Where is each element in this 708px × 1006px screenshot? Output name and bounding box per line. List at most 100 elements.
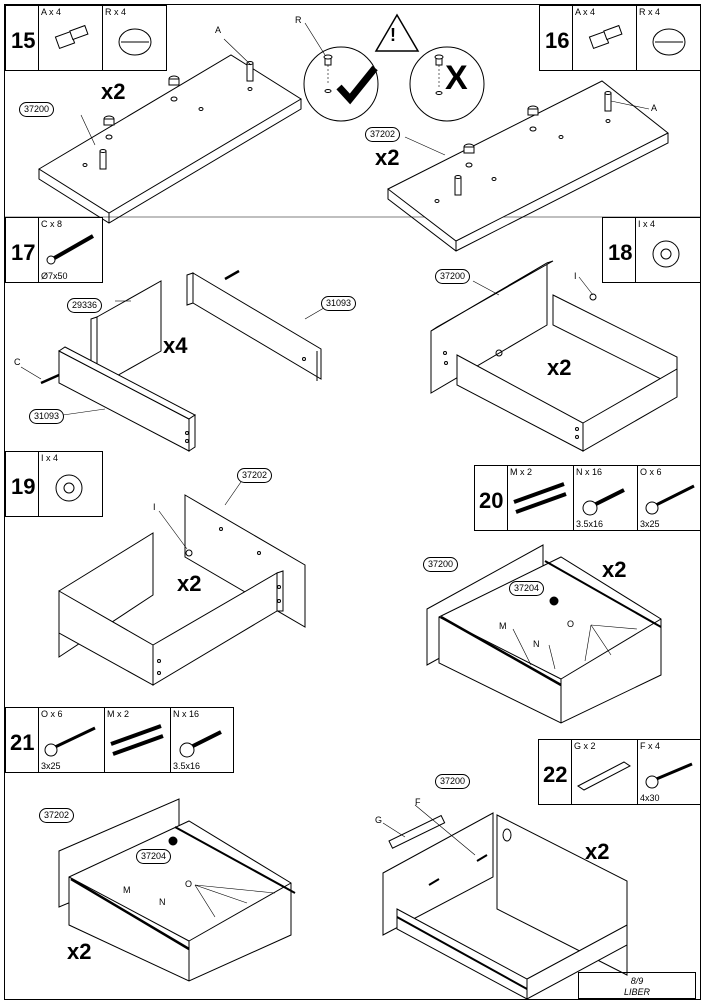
screw-icon [645,762,693,789]
part-cell-rail: M x 2 [104,708,170,772]
part-code: 37204 [136,849,172,864]
part-cell-runner: G x 2 [571,740,637,804]
wrong-icon: X [445,59,468,97]
part-cell-rail: M x 2 [507,466,573,530]
callout-letter: A [215,25,222,35]
cam-icon [118,28,152,56]
step21-drawer [58,798,296,982]
callout-letter: I [574,271,577,281]
page-number: 8/9 [630,976,644,986]
step-number: 21 [10,730,35,755]
step15-panel [38,38,302,224]
screw-icon [44,726,96,757]
step22-drawer [382,804,628,999]
part-cell-cam: R x 4 [102,6,168,70]
part-code: 37200 [19,102,55,117]
step21-header: 21 O x 6 3x25 M x 2 N x 16 3.5x16 [5,707,234,773]
warning-exclamation: ! [390,25,396,45]
callout-letter: A [651,103,658,113]
step-number: 17 [11,240,36,265]
step20-header: 20 M x 2 N x 16 3.5x16 O x 6 3x25 [474,465,700,531]
wrong-circle [409,46,485,122]
part-code: 31093 [321,296,357,311]
part-code: 37202 [365,127,401,142]
quantity-multiplier: x2 [547,355,572,380]
screw-icon [46,234,94,265]
cam-icon [652,240,680,268]
part-code: 37200 [423,557,459,572]
callout-letter: O [185,879,193,889]
screw-icon [179,730,222,758]
callout-letter: F [415,797,421,807]
assembly-drawing [5,13,700,999]
step16-panel [387,80,669,252]
page-footer: 8/9 LIBER [578,972,696,999]
part-cell-screw-n: N x 16 3.5x16 [573,466,637,530]
quantity-multiplier: x2 [375,145,400,170]
part-code: 31093 [29,409,65,424]
step20-drawer [426,544,662,724]
part-cell-cam: I x 4 [38,452,104,516]
step19-header: 19 I x 4 [5,451,103,517]
callout-letter: M [499,621,507,631]
step-number: 20 [479,488,504,513]
step16-header: 16 A x 4 R x 4 [539,5,700,71]
quantity-multiplier: x2 [585,839,610,864]
part-cell-screw-o: O x 6 3x25 [637,466,700,530]
slide-rail-icon [513,482,567,514]
callout-letter: N [533,639,540,649]
part-cell-screw-n: N x 16 3.5x16 [170,708,235,772]
step18-box [430,260,678,452]
step-number: 15 [11,28,36,53]
part-code: 29336 [67,298,103,313]
quantity-multiplier: x2 [602,557,627,582]
instruction-sheet: 15 A x 4 R x 4 16 A x 4 R x 4 17 C x 8 Ø… [4,4,701,1000]
callout-letter: C [14,357,21,367]
part-cell-dowel: A x 4 [38,6,102,70]
part-cell-cam: R x 4 [636,6,700,70]
step-number: 18 [608,240,633,265]
callout-letter: I [153,502,156,512]
part-cell-cam: I x 4 [635,218,700,282]
cam-icon [103,75,180,126]
part-cell-screw-f: F x 4 4x30 [637,740,700,804]
part-code: 37202 [237,468,273,483]
callout-letter: N [159,897,166,907]
callout-letter: R [295,15,302,25]
step-number: 22 [543,762,568,787]
step-number: 16 [545,28,570,53]
quantity-multiplier: x4 [163,333,188,358]
screw-icon [582,488,625,516]
part-code: 37200 [435,269,471,284]
step19-box [58,478,306,686]
product-name: LIBER [623,987,650,997]
cam-icon [652,28,686,56]
slide-rail-icon [440,560,662,687]
quantity-multiplier: x2 [101,79,126,104]
part-cell-screw-o: O x 6 3x25 [38,708,104,772]
runner-icon [577,761,631,791]
part-cell-dowel: A x 4 [572,6,636,70]
part-code: 37204 [509,581,545,596]
step15-header: 15 A x 4 R x 4 [5,5,167,71]
slide-rail-icon [110,724,164,756]
callout-letter: G [375,815,383,825]
dowel-icon [99,61,254,170]
step22-header: 22 G x 2 F x 4 4x30 [538,739,700,805]
cam-icon [55,474,83,502]
part-cell-screw: C x 8 Ø7x50 [38,218,104,282]
step17-header: 17 C x 8 Ø7x50 [5,217,103,283]
dowel-icon [588,24,623,50]
quantity-multiplier: x2 [177,571,202,596]
correct-circle [303,46,379,122]
step18-header: 18 I x 4 [602,217,700,283]
warning-icon [374,13,420,52]
step-number: 19 [11,474,36,499]
callout-letter: O [567,619,575,629]
part-code: 37200 [435,774,471,789]
check-icon [336,65,378,105]
step17-frame [20,269,330,452]
callout-letter: M [123,885,131,895]
part-code: 37202 [39,808,75,823]
quantity-multiplier: x2 [67,939,92,964]
